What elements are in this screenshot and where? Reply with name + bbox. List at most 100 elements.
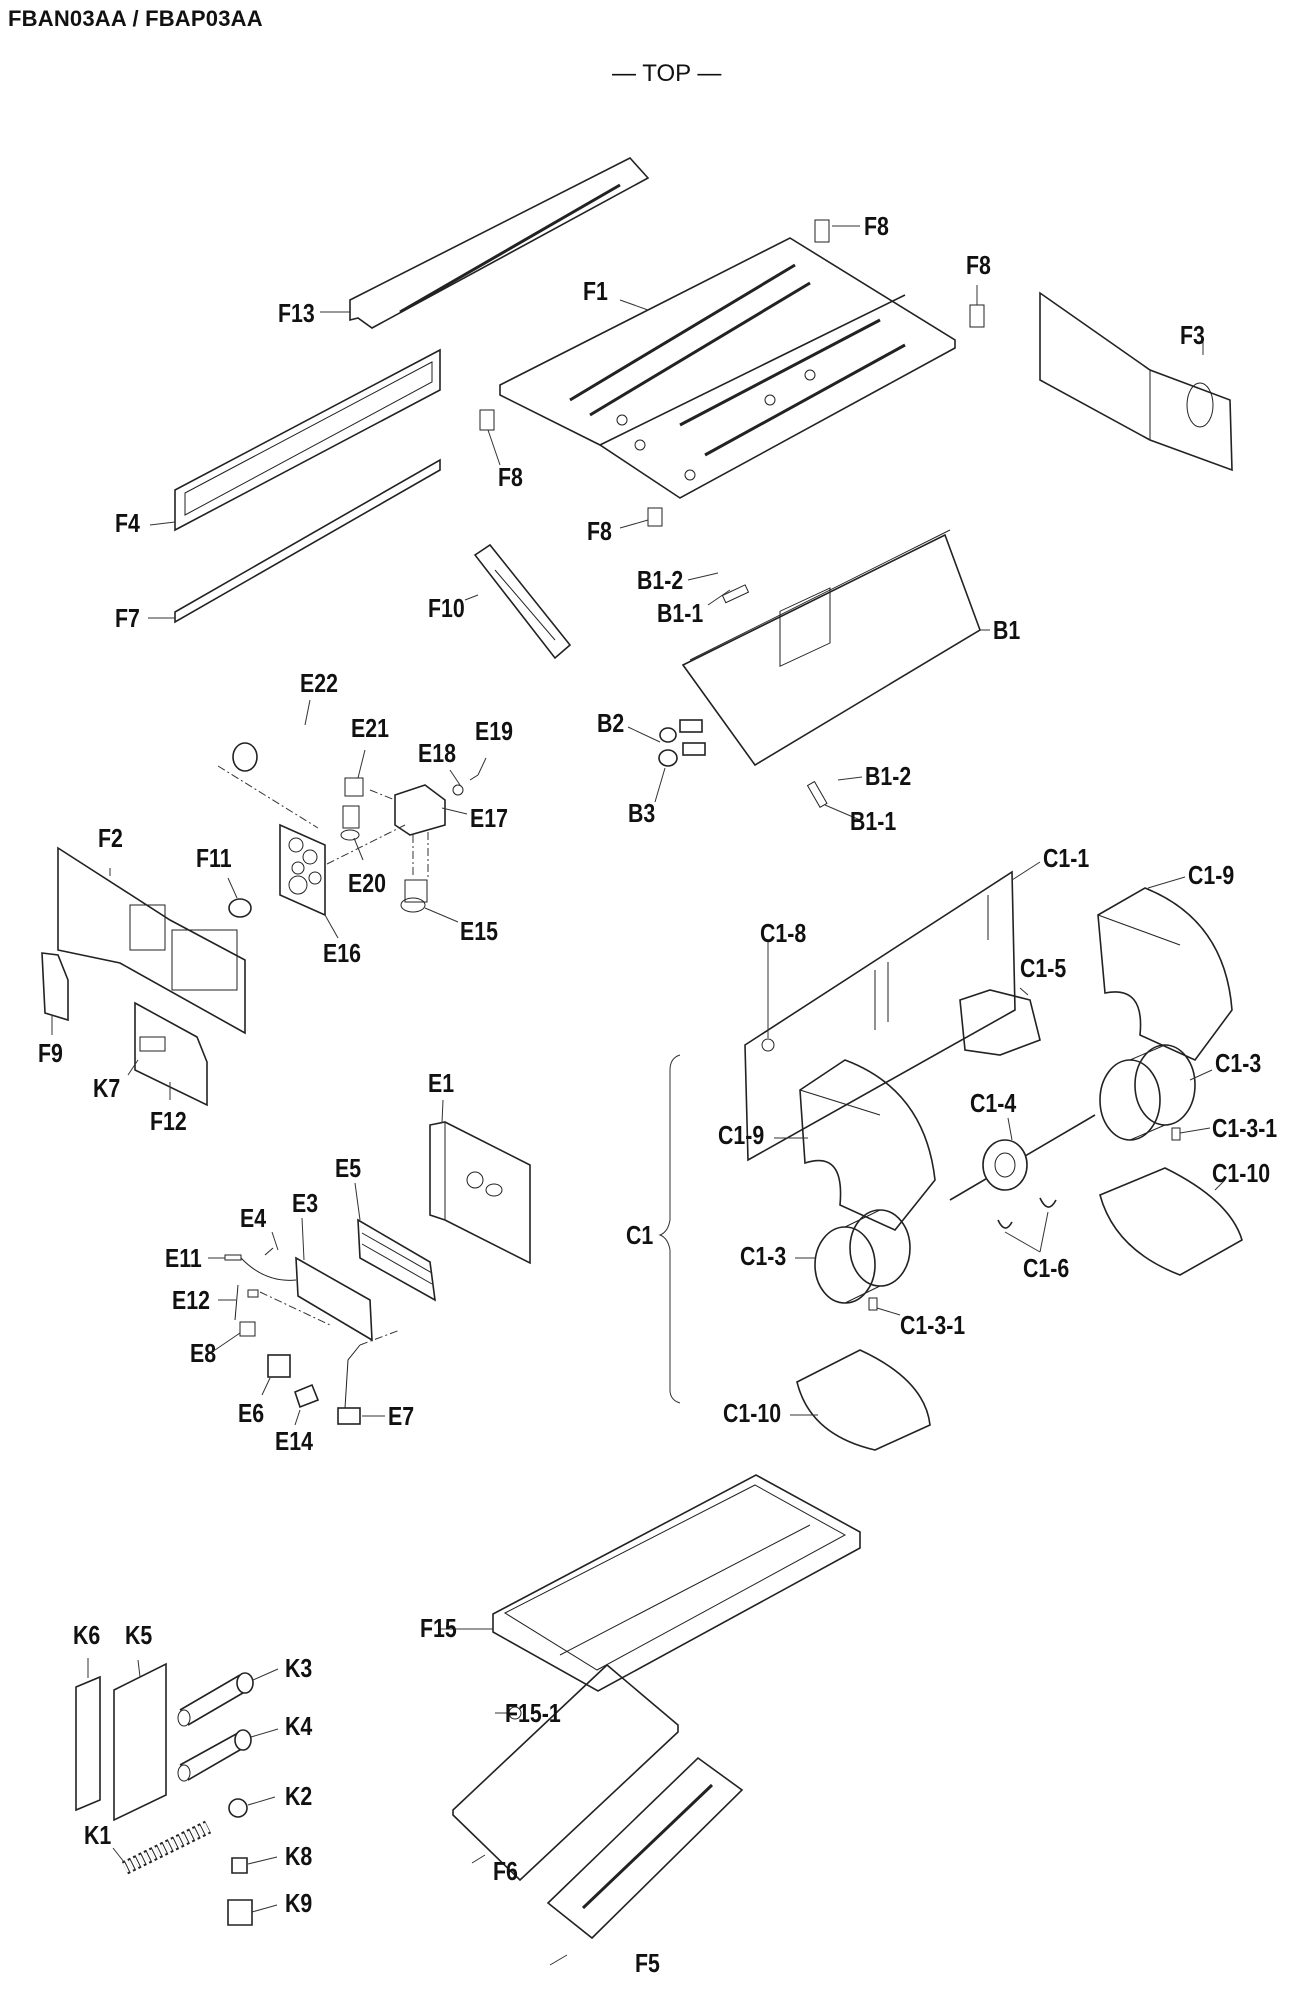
label-k2: K2 [285, 1781, 313, 1811]
label-f7: F7 [115, 603, 140, 633]
label-e15: E15 [460, 916, 498, 946]
orientation-label: — TOP — [612, 60, 722, 87]
c1-group-bracket [658, 1054, 681, 1404]
label-f15-1: F15-1 [505, 1698, 561, 1728]
part-c1-3-fan-wheel-upper [1099, 1044, 1213, 1141]
label-c1-3: C1-3 [740, 1241, 787, 1271]
part-c1-4-motor [949, 1114, 1096, 1201]
part-c1-8-grommet [761, 940, 775, 1052]
part-f12-plate [127, 1001, 208, 1107]
label-e17: E17 [470, 803, 508, 833]
part-k3-insulation-tube [177, 1668, 279, 1727]
label-b2: B2 [597, 708, 625, 738]
part-k6-sheet [75, 1658, 101, 1812]
part-k1-drain-hose [112, 1820, 212, 1875]
label-f9: F9 [38, 1038, 63, 1068]
part-b1-coil [627, 529, 990, 821]
part-f6-bottom-panel [452, 1663, 679, 1882]
part-e17-pump-assembly [340, 749, 487, 923]
part-f1-top-panel [499, 237, 956, 499]
label-k7: K7 [93, 1073, 121, 1103]
part-e7-terminal-block [337, 1329, 401, 1425]
label-f13: F13 [278, 298, 315, 328]
label-c1-1: C1-1 [1043, 843, 1090, 873]
label-e19: E19 [475, 716, 513, 746]
label-f8: F8 [587, 516, 612, 546]
label-f8: F8 [864, 211, 889, 241]
label-f4: F4 [115, 508, 140, 538]
part-k5-sheet [113, 1659, 167, 1822]
label-f5: F5 [635, 1948, 660, 1978]
label-e21: E21 [351, 713, 389, 743]
label-c1-9: C1-9 [1188, 860, 1235, 890]
part-f2-panel [57, 846, 246, 1035]
label-c1-3-1: C1-3-1 [900, 1310, 966, 1340]
part-c1-10-scroll-bottom-lower [790, 1349, 931, 1451]
part-e1-control-box [429, 1099, 531, 1265]
label-f15: F15 [420, 1613, 457, 1643]
label-k4: K4 [285, 1711, 313, 1741]
diagram-title: FBAN03AA / FBAP03AA [8, 6, 263, 31]
label-f3: F3 [1180, 320, 1205, 350]
part-e3-pcb [295, 1217, 373, 1342]
part-c1-1-fan-housing-panel [744, 587, 1041, 1162]
part-f8-brackets [479, 219, 985, 529]
part-c1-6-clips [997, 1197, 1057, 1253]
part-c1-10-scroll-bottom-upper [1099, 1167, 1243, 1276]
part-f7-strip [148, 458, 441, 624]
part-c1-9-scroll-upper [1097, 876, 1233, 1061]
part-f15-1-drain-plug [495, 1706, 522, 1720]
label-c1-3: C1-3 [1215, 1048, 1262, 1078]
label-c1-6: C1-6 [1023, 1253, 1070, 1283]
part-f11-grommet [227, 877, 252, 918]
label-f11: F11 [196, 843, 232, 873]
label-f8: F8 [966, 250, 991, 280]
label-b1-1: B1-1 [657, 598, 704, 628]
label-k8: K8 [285, 1841, 313, 1871]
part-e16-plate [279, 823, 406, 939]
label-e14: E14 [275, 1426, 313, 1456]
part-f3-side-panel [1039, 291, 1233, 472]
label-e11: E11 [165, 1243, 202, 1273]
label-k3: K3 [285, 1653, 313, 1683]
label-e20: E20 [348, 868, 386, 898]
label-c1-5: C1-5 [1020, 953, 1067, 983]
part-c1-5-motor-bracket [959, 987, 1041, 1056]
label-c1-10: C1-10 [723, 1398, 782, 1428]
label-e6: E6 [238, 1398, 265, 1428]
label-f1: F1 [583, 276, 608, 306]
label-b1-2: B1-2 [637, 565, 684, 595]
label-k5: K5 [125, 1620, 153, 1650]
part-f5-bottom-cover [546, 1756, 744, 1966]
part-e14-capacitor [294, 1383, 320, 1426]
label-e1: E1 [428, 1068, 455, 1098]
label-b1-1: B1-1 [850, 806, 897, 836]
label-c1-group: C1 [626, 1220, 654, 1250]
label-b3: B3 [628, 798, 656, 828]
part-e-small-components [208, 1231, 331, 1351]
label-e5: E5 [335, 1153, 362, 1183]
label-f10: F10 [428, 593, 465, 623]
part-k4-insulation-tube [177, 1728, 279, 1782]
part-f9-plate [41, 952, 69, 1035]
label-c1-10: C1-10 [1212, 1158, 1271, 1188]
part-e5-cover [354, 1182, 437, 1302]
label-e7: E7 [388, 1401, 415, 1431]
part-k8-plug [231, 1856, 278, 1874]
label-c1-9: C1-9 [718, 1120, 765, 1150]
label-f8: F8 [498, 462, 523, 492]
part-f13-panel [320, 157, 650, 329]
label-k6: K6 [73, 1620, 101, 1650]
part-f15-drain-pan [440, 1474, 861, 1692]
label-b1-2: B1-2 [865, 761, 912, 791]
label-f2: F2 [98, 823, 123, 853]
part-e6-transformer [261, 1354, 291, 1396]
part-k2-clamp [228, 1796, 276, 1818]
label-b1: B1 [993, 615, 1021, 645]
label-e22: E22 [300, 668, 338, 698]
label-e16: E16 [323, 938, 361, 968]
label-e4: E4 [240, 1203, 267, 1233]
label-e12: E12 [172, 1285, 210, 1315]
label-k9: K9 [285, 1888, 313, 1918]
